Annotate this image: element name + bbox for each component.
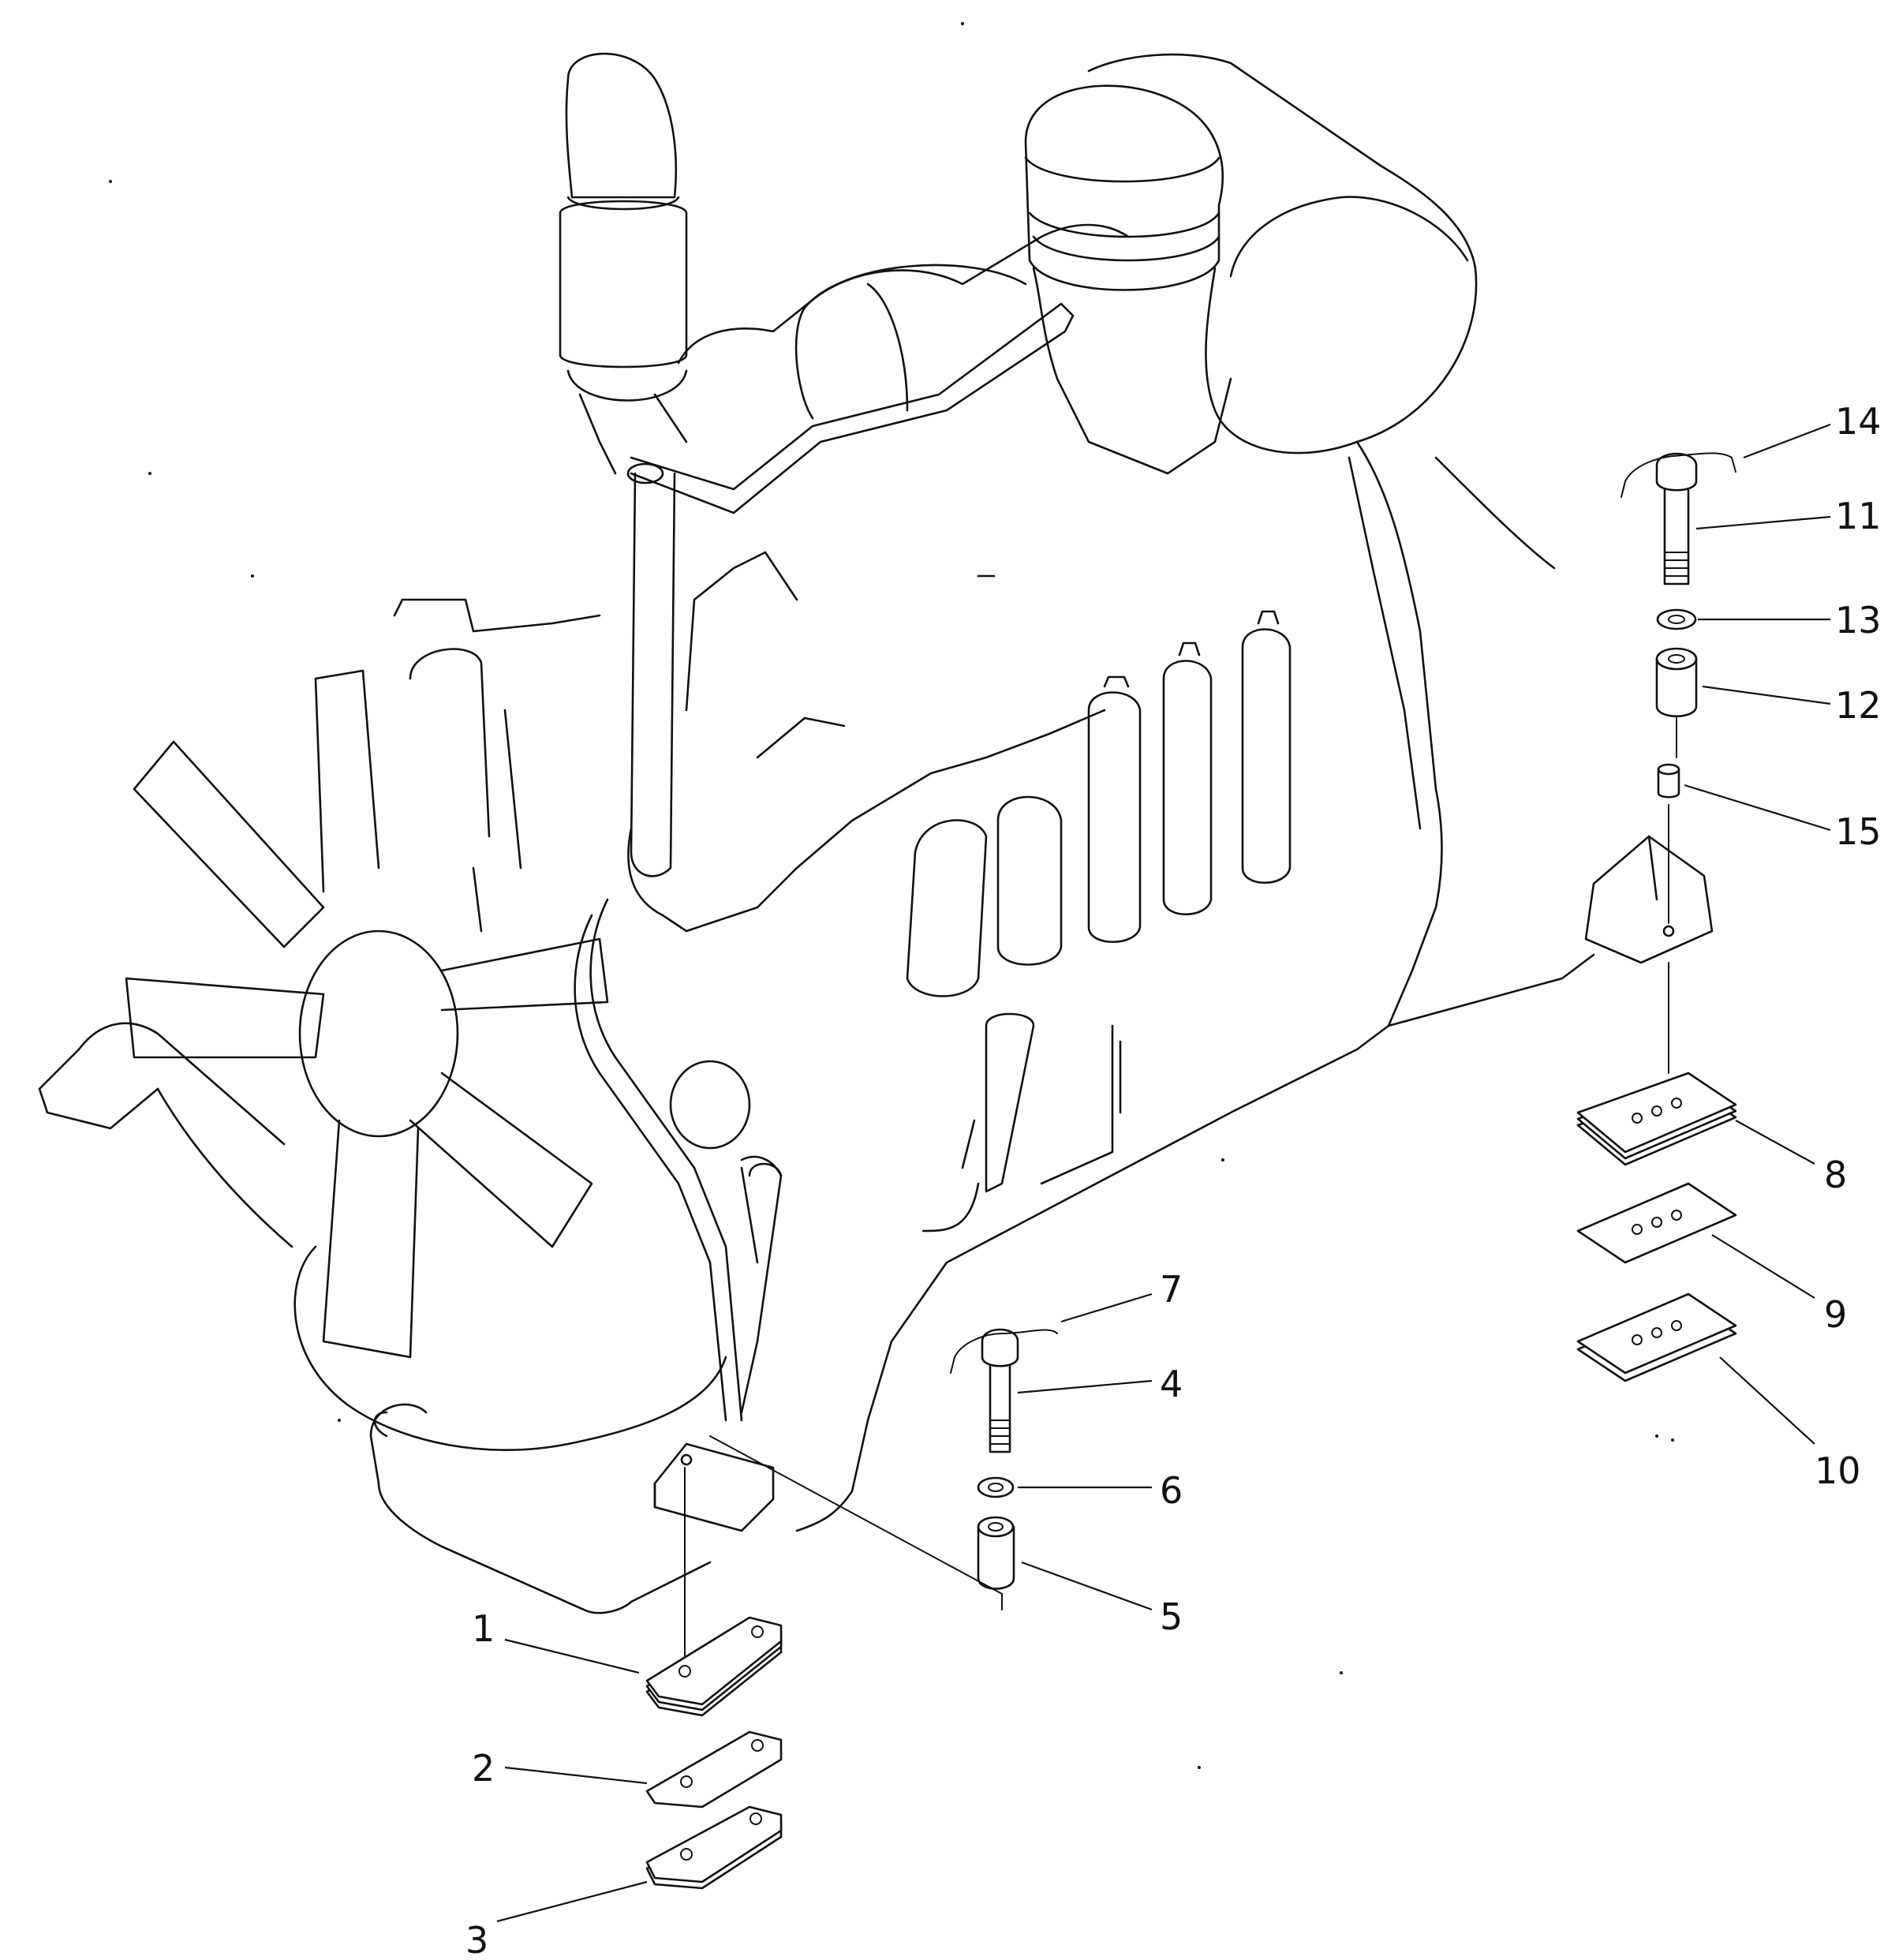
callout-7: 7 — [1160, 1268, 1183, 1311]
left-shim-3 — [645, 1805, 783, 1890]
leader-lines — [496, 423, 1831, 1923]
callout-9: 9 — [1824, 1293, 1847, 1336]
left-shim-2 — [645, 1730, 783, 1809]
left-mount-bracket — [653, 1442, 775, 1658]
right-bolt-stack — [1620, 452, 1736, 799]
callout-12: 12 — [1835, 684, 1882, 727]
callout-8: 8 — [1824, 1154, 1847, 1196]
callout-10: 10 — [1815, 1449, 1861, 1492]
right-mount-bracket — [1584, 804, 1714, 1074]
right-shim-10 — [1576, 1292, 1737, 1382]
callout-15: 15 — [1835, 810, 1882, 853]
callout-11: 11 — [1835, 495, 1882, 537]
callout-labels: 1 2 3 4 5 6 7 8 9 10 11 12 13 14 15 — [465, 400, 1882, 1960]
callout-14: 14 — [1835, 400, 1882, 443]
callout-6: 6 — [1160, 1469, 1183, 1512]
callout-5: 5 — [1160, 1595, 1183, 1638]
engine-assembly — [38, 52, 1595, 1614]
left-shim-pack-1 — [645, 1616, 783, 1717]
right-shim-9 — [1576, 1182, 1737, 1264]
right-shim-pack-8 — [1576, 1072, 1737, 1166]
callout-13: 13 — [1835, 599, 1882, 641]
scan-specks — [109, 22, 1674, 1769]
callout-3: 3 — [465, 1919, 488, 1960]
center-bolt-stack — [709, 1328, 1058, 1610]
callout-1: 1 — [472, 1607, 495, 1650]
callout-2: 2 — [472, 1747, 495, 1790]
callout-4: 4 — [1160, 1363, 1183, 1405]
